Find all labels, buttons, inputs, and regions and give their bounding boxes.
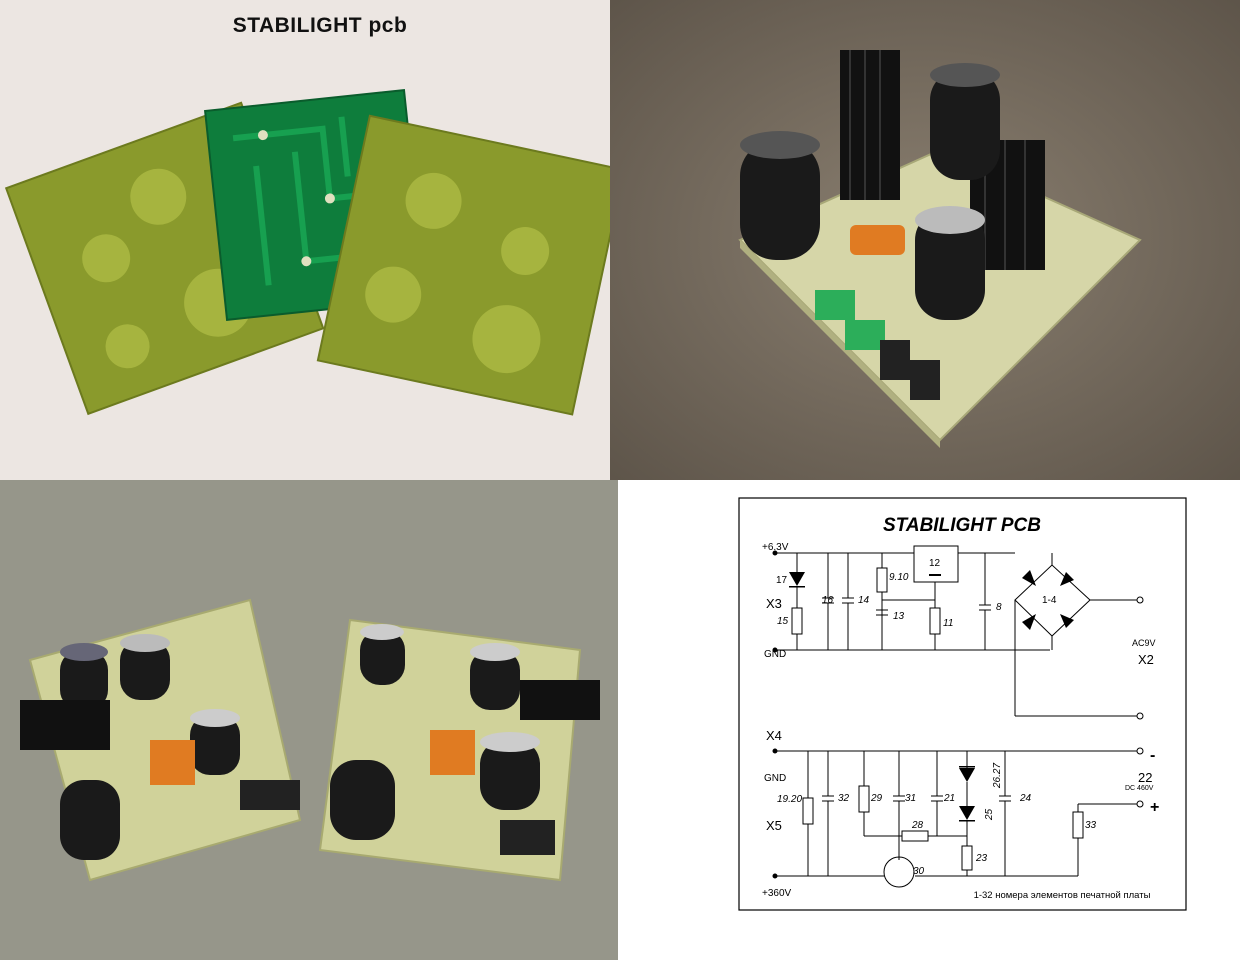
label-gnd-bottom: GND [764, 773, 786, 784]
part-15: 15 [777, 616, 789, 627]
part-29: 29 [870, 793, 883, 804]
part-1920: 19.20 [777, 794, 802, 805]
two-boards-photo [0, 480, 618, 960]
part-30: 30 [913, 866, 925, 877]
part-2627: 26.27 [992, 763, 1003, 789]
part-31: 31 [905, 793, 916, 804]
lower-circuit [772, 747, 1144, 888]
part-32: 32 [838, 793, 850, 804]
schematic-title: STABILIGHT PCB [883, 515, 1041, 536]
photo-title: STABILIGHT pcb [232, 14, 408, 37]
two-boards-illustration [0, 480, 618, 960]
part-16: 16 [822, 595, 834, 606]
bridge-diode-3 [1022, 614, 1036, 630]
schematic-frame [738, 497, 1187, 911]
label-minus: - [1150, 747, 1155, 764]
part-33: 33 [1085, 820, 1097, 831]
label-22: 22 [1138, 770, 1152, 785]
diode-25-mark [959, 806, 975, 820]
part-24: 24 [1019, 793, 1032, 804]
assembled-board-illustration [610, 0, 1240, 480]
bridge-diode-4 [1060, 614, 1074, 628]
label-x5: X5 [766, 818, 782, 833]
part-13: 13 [893, 611, 905, 622]
schematic-panel: STABILIGHT PCB [618, 480, 1240, 960]
label-360v: +360V [762, 888, 792, 899]
part-12: 12 [929, 558, 941, 569]
part-910: 9.10 [889, 572, 909, 583]
label-dc460v: DC 460V [1125, 785, 1154, 792]
part-17: 17 [776, 575, 788, 586]
label-x2: X2 [1138, 652, 1154, 667]
bridge-diode-2 [1060, 572, 1074, 586]
schematic-diagram: STABILIGHT PCB [738, 497, 1187, 911]
upper-circuit [772, 545, 1144, 720]
part-8: 8 [996, 602, 1002, 613]
lower-circuit-marks [959, 766, 975, 822]
assembled-board-photo [610, 0, 1240, 480]
label-gnd-top: GND [764, 649, 786, 660]
label-x3: X3 [766, 596, 782, 611]
part-11: 11 [943, 618, 953, 629]
bridge-diode-1 [1022, 570, 1036, 586]
label-x4: X4 [766, 728, 782, 743]
part-1-4: 1-4 [1042, 595, 1057, 606]
bare-pcb-illustration [4, 88, 610, 416]
label-6v3: +6.3V [762, 542, 789, 553]
label-plus: + [1150, 799, 1159, 816]
part-14: 14 [858, 595, 870, 606]
part-23: 23 [975, 853, 988, 864]
upper-circuit-marks [789, 570, 1074, 630]
bare-pcb-photo: STABILIGHT pcb [0, 0, 610, 480]
part-28: 28 [911, 820, 924, 831]
schematic-footer-note: 1-32 номера элементов печатной платы [974, 890, 1151, 901]
part-25: 25 [984, 808, 995, 821]
diode-26-27-mark [959, 768, 975, 782]
label-ac9v: AC9V [1132, 638, 1156, 648]
part-21: 21 [943, 793, 955, 804]
